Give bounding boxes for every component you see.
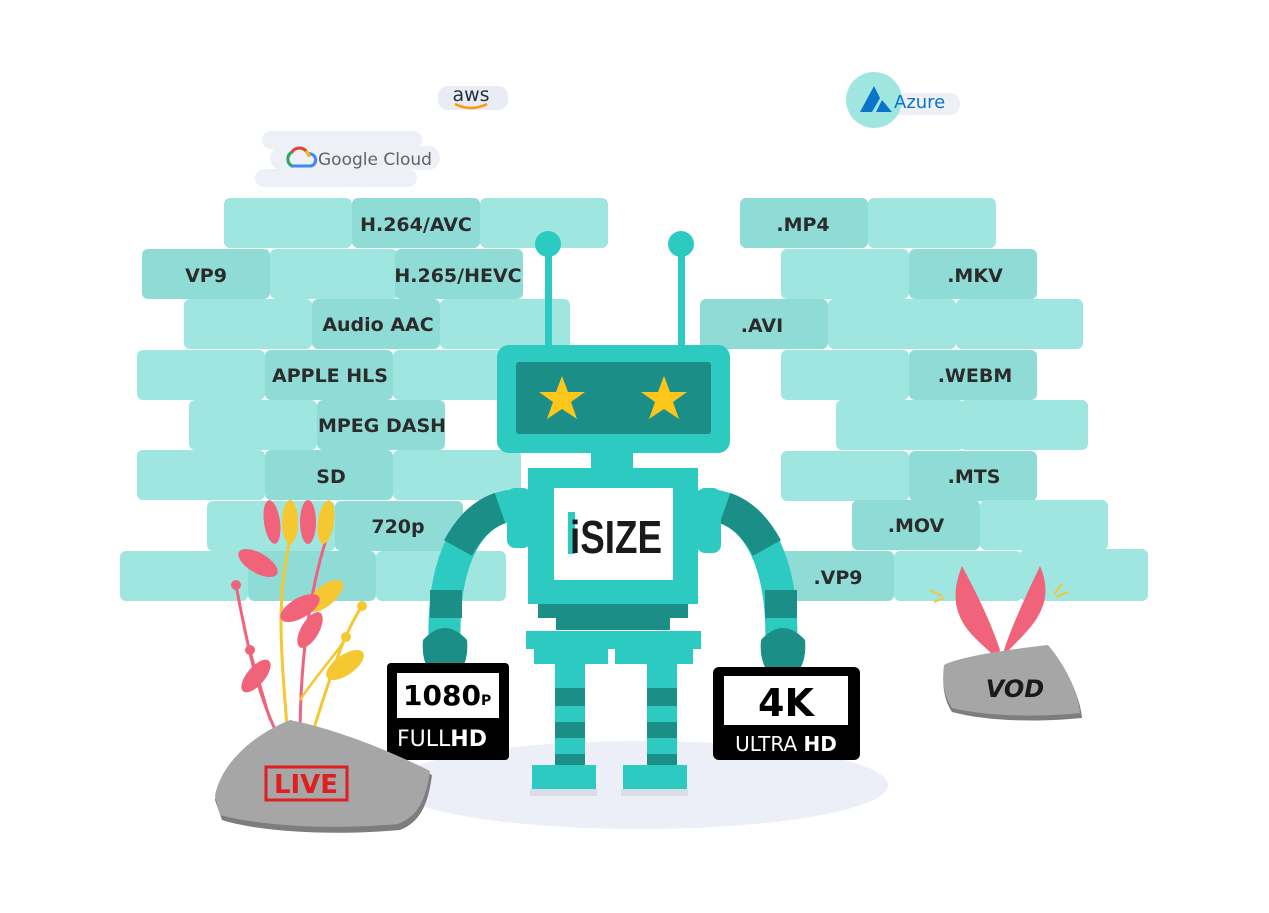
antenna-right bbox=[668, 231, 694, 350]
svg-text:ULTRA HD: ULTRA HD bbox=[735, 732, 837, 756]
uhd-badge: 4K ULTRA HD bbox=[713, 667, 860, 760]
aws-logo: aws bbox=[438, 84, 508, 110]
flower-plant-left bbox=[231, 500, 367, 741]
robot-head bbox=[497, 345, 730, 453]
format-avi-label: .AVI bbox=[741, 315, 783, 337]
azure-label: Azure bbox=[894, 92, 945, 113]
codec-h264-label: H.264/AVC bbox=[360, 214, 472, 236]
fullhd-badge: 1080 P FULLHD bbox=[387, 663, 509, 760]
format-vp9-label: .VP9 bbox=[813, 567, 862, 589]
robot-torso: iSIZE bbox=[526, 468, 701, 664]
robot-leg-left bbox=[530, 664, 597, 796]
format-mkv-label: .MKV bbox=[947, 265, 1003, 287]
vod-label: VOD bbox=[986, 675, 1044, 703]
codec-sd-label: SD bbox=[316, 466, 345, 488]
star-right-icon bbox=[641, 376, 687, 419]
svg-text:FULLHD: FULLHD bbox=[397, 727, 487, 752]
fullhd-full-label: FULL bbox=[397, 727, 451, 752]
azure-icon bbox=[860, 86, 880, 112]
codec-720p-label: 720p bbox=[371, 516, 424, 538]
google-cloud-icon bbox=[286, 146, 318, 168]
star-left-icon bbox=[539, 376, 585, 419]
uhd-ultra-label: ULTRA bbox=[735, 732, 803, 756]
codec-vp9-label: VP9 bbox=[185, 265, 227, 287]
format-mov-label: .MOV bbox=[888, 515, 945, 537]
uhd-hd-label: HD bbox=[804, 732, 837, 756]
codec-aac-label: Audio AAC bbox=[322, 314, 433, 336]
fullhd-hd-label: HD bbox=[450, 727, 487, 752]
vod-rock: VOD bbox=[943, 645, 1082, 721]
brand-label: iSIZE bbox=[570, 511, 662, 563]
fullhd-suffix: P bbox=[481, 693, 491, 709]
flower-plant-right bbox=[929, 566, 1069, 658]
aws-smile-icon bbox=[454, 102, 488, 110]
robot-leg-right bbox=[621, 664, 688, 796]
format-mts-label: .MTS bbox=[948, 466, 1001, 488]
right-brick-wall: .MP4 .MKV .AVI .WEBM .MTS .MOV .VP9 bbox=[700, 198, 1148, 601]
format-webm-label: .WEBM bbox=[938, 365, 1013, 387]
codec-h265-label: H.265/HEVC bbox=[394, 265, 521, 287]
format-mp4-label: .MP4 bbox=[776, 214, 829, 236]
live-rock: LIVE bbox=[215, 720, 432, 833]
live-label: LIVE bbox=[274, 770, 338, 800]
antenna-left bbox=[535, 231, 561, 350]
aws-label: aws bbox=[452, 84, 489, 106]
codec-hls-label: APPLE HLS bbox=[272, 365, 388, 387]
fullhd-resolution: 1080 bbox=[403, 679, 481, 712]
google-cloud-logo: Google Cloud bbox=[255, 131, 440, 187]
codec-dash-label: MPEG DASH bbox=[318, 415, 446, 437]
uhd-resolution: 4K bbox=[758, 681, 815, 725]
robot-arm-right bbox=[689, 488, 806, 685]
azure-logo: Azure bbox=[846, 72, 960, 128]
google-cloud-label: Google Cloud bbox=[318, 150, 432, 170]
left-brick-wall: H.264/AVC VP9 H.265/HEVC Audio AAC APPLE… bbox=[120, 198, 608, 601]
robot: iSIZE bbox=[422, 231, 806, 796]
